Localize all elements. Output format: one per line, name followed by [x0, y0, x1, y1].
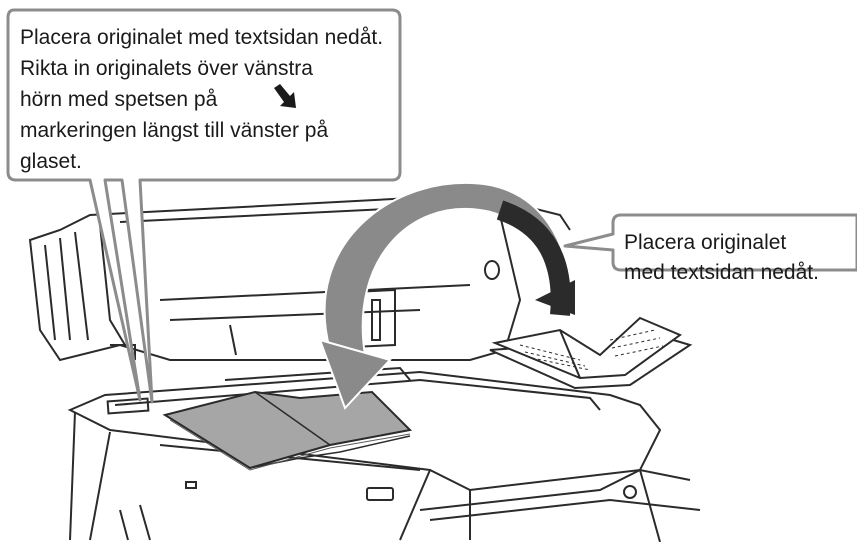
- callout-left-line: markeringen längst till vänster på: [20, 119, 329, 142]
- copier-body: [67, 366, 701, 542]
- callout-right-line: med textsidan nedåt.: [624, 261, 819, 284]
- open-book: [489, 316, 693, 390]
- callout-left-line: Rikta in originalets över vänstra: [20, 57, 313, 80]
- flip-arrow: [318, 182, 575, 410]
- callout-right-text: Placera originalet med textsidan nedåt.: [624, 228, 857, 288]
- callout-left-text: Placera originalet med textsidan nedåt. …: [20, 22, 420, 177]
- callout-right-line: Placera originalet: [624, 231, 787, 254]
- corner-marker-arrow-icon: [274, 84, 296, 108]
- callout-left-line: Placera originalet med textsidan nedåt.: [20, 26, 384, 49]
- callout-left-line: hörn med spetsen på: [20, 88, 218, 111]
- callout-left: [6, 8, 402, 404]
- document-on-glass: [162, 390, 413, 471]
- callout-left-line: glaset.: [20, 150, 82, 173]
- callout-right: [563, 213, 857, 272]
